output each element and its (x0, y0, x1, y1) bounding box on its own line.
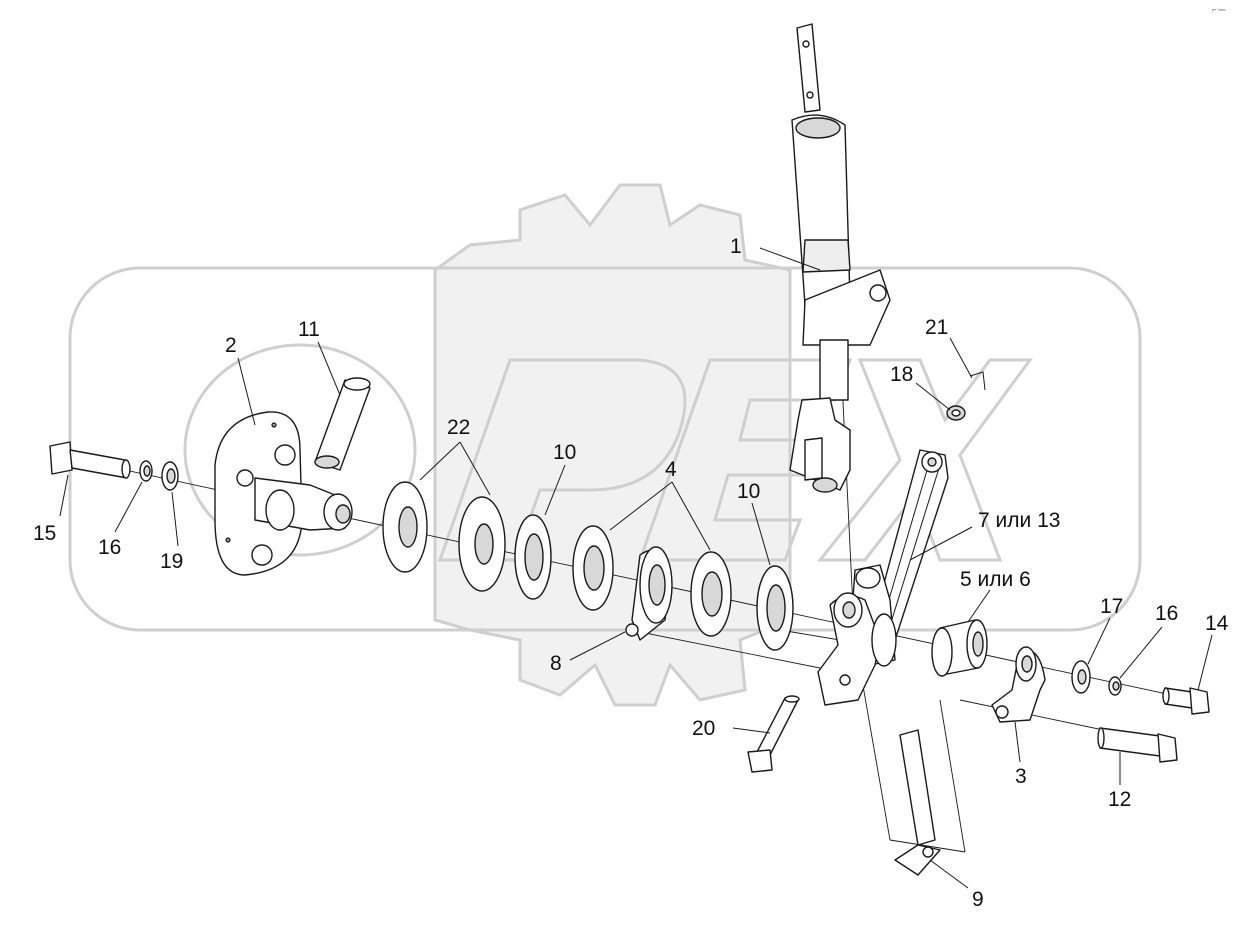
part-12-bolt (1097, 727, 1178, 763)
watermark-letter-p (437, 358, 687, 562)
part-5-bushing (931, 619, 988, 677)
callout-14: 14 (1205, 612, 1229, 635)
part-18-washer (946, 405, 966, 421)
callout-5: 5 или 6 (960, 568, 1031, 591)
corner-mark: ⌐ ▫▫▫ (1212, 7, 1225, 14)
callout-22: 22 (447, 416, 470, 439)
part-16-nut-right (1108, 676, 1122, 696)
callout-15: 15 (33, 522, 56, 545)
callout-16b: 16 (1155, 602, 1178, 625)
part-20-bolt (747, 695, 800, 773)
part-3-bracket (991, 646, 1046, 723)
callout-11: 11 (298, 318, 320, 341)
callout-12: 12 (1108, 788, 1131, 811)
callout-labels: 1 2 3 4 5 или 6 7 или 13 8 9 10 10 11 12… (33, 235, 1229, 911)
part-11-pin (314, 377, 371, 471)
part-21-cotter-pin (969, 371, 986, 391)
part-22-washer-b (458, 496, 506, 592)
part-2-flange (214, 411, 353, 576)
part-hub-bracket (817, 592, 897, 706)
part-15-bolt (49, 441, 131, 479)
callout-10b: 10 (737, 480, 760, 503)
part-16-nut-left (139, 460, 153, 482)
part-8-tab-washer (625, 546, 673, 641)
leader-lines (59, 247, 1213, 889)
callout-4: 4 (665, 458, 677, 481)
part-22-washer-a (382, 481, 428, 573)
callout-9: 9 (972, 888, 984, 911)
part-9-plate (894, 729, 941, 876)
callout-18: 18 (890, 363, 913, 386)
callout-2: 2 (225, 334, 237, 357)
part-1-tube (789, 23, 891, 493)
part-4-spacer-b (690, 551, 732, 637)
callout-1: 1 (730, 235, 742, 258)
part-10-washer-a (514, 514, 552, 600)
watermark-gear (433, 183, 792, 707)
part-17-washer (1071, 660, 1091, 694)
callout-16a: 16 (98, 536, 121, 559)
callout-21: 21 (925, 316, 948, 339)
callout-8: 8 (550, 652, 562, 675)
watermark-letter-o (183, 343, 417, 557)
callout-7: 7 или 13 (978, 509, 1060, 532)
callout-20: 20 (692, 717, 715, 740)
part-19-washer (161, 461, 179, 491)
callout-3: 3 (1015, 765, 1027, 788)
callout-10a: 10 (553, 441, 576, 464)
callout-17: 17 (1100, 595, 1123, 618)
callout-19: 19 (160, 550, 183, 573)
part-14-bolt (1162, 687, 1210, 715)
part-10-washer-b (756, 565, 794, 651)
part-4-spacer-a (572, 525, 614, 611)
